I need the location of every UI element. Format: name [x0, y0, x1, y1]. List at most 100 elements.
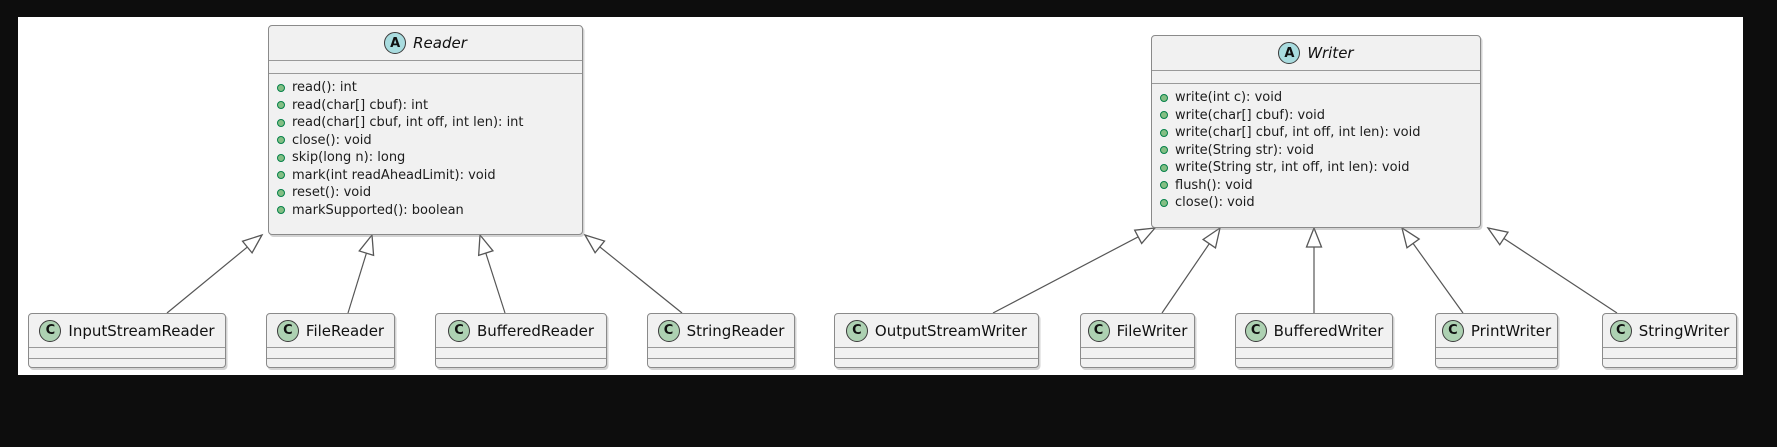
fields-compartment: [835, 348, 1038, 359]
class-badge-icon: C: [1244, 319, 1267, 342]
method-label: write(char[] cbuf): void: [1175, 107, 1326, 123]
inheritance-edge-FileReader-to-Reader: [347, 233, 375, 314]
method-row: write(char[] cbuf, int off, int len): vo…: [1160, 124, 1472, 142]
fields-compartment: [1236, 348, 1392, 359]
method-label: skip(long n): long: [292, 150, 406, 166]
methods-compartment: [29, 359, 225, 367]
class-badge-icon: C: [276, 319, 299, 342]
public-method-icon: [277, 101, 285, 110]
method-label: read(char[] cbuf, int off, int len): int: [292, 115, 524, 131]
fields-compartment: [1603, 348, 1736, 359]
class-badge-icon: C: [447, 319, 470, 342]
public-method-icon: [277, 206, 285, 215]
method-row: write(String str): void: [1160, 142, 1472, 160]
methods-compartment: [835, 359, 1038, 367]
class-header: C InputStreamReader: [29, 314, 225, 348]
class-header: C BufferedWriter: [1236, 314, 1392, 348]
class-node-BufferedWriter: C BufferedWriter: [1235, 313, 1393, 368]
class-header: C StringWriter: [1603, 314, 1736, 348]
class-name: PrintWriter: [1470, 321, 1552, 340]
class-badge-icon: C: [845, 319, 868, 342]
method-label: flush(): void: [1175, 177, 1253, 193]
methods-compartment: [436, 359, 606, 367]
class-name: StringReader: [686, 321, 785, 340]
inheritance-edge-PrintWriter-to-Writer: [1400, 226, 1464, 314]
public-method-icon: [1160, 111, 1168, 120]
public-method-icon: [1160, 146, 1168, 155]
method-row: mark(int readAheadLimit): void: [277, 167, 574, 185]
method-row: write(int c): void: [1160, 89, 1472, 107]
class-node-PrintWriter: C PrintWriter: [1435, 313, 1558, 368]
inheritance-edge-InputStreamReader-to-Reader: [166, 233, 264, 314]
public-method-icon: [277, 171, 285, 180]
method-label: mark(int readAheadLimit): void: [292, 167, 496, 183]
method-label: write(String str): void: [1175, 142, 1314, 158]
class-node-StringWriter: C StringWriter: [1602, 313, 1737, 368]
methods-compartment: [1603, 359, 1736, 367]
fields-compartment: [267, 348, 394, 359]
abstract-badge-icon: A: [1278, 42, 1301, 64]
class-header: C FileReader: [267, 314, 394, 348]
fields-compartment: [29, 348, 225, 359]
methods-compartment: [267, 359, 394, 367]
method-label: close(): void: [292, 132, 372, 148]
public-method-icon: [1160, 181, 1168, 190]
class-badge-icon: C: [1609, 319, 1632, 342]
inheritance-edge-StringReader-to-Reader: [583, 233, 683, 314]
inheritance-edges-layer: [166, 226, 1618, 314]
inheritance-edge-StringWriter-to-Writer: [1486, 227, 1618, 314]
class-node-InputStreamReader: C InputStreamReader: [28, 313, 226, 368]
inheritance-edge-FileWriter-to-Writer: [1161, 226, 1221, 314]
method-row: reset(): void: [277, 184, 574, 202]
method-label: write(String str, int off, int len): voi…: [1175, 160, 1410, 176]
method-row: write(char[] cbuf): void: [1160, 107, 1472, 125]
public-method-icon: [277, 83, 285, 92]
class-name: Reader: [413, 34, 467, 52]
class-badge-icon: C: [39, 319, 62, 342]
class-name: FileReader: [305, 321, 385, 340]
public-method-icon: [1160, 128, 1168, 137]
method-label: markSupported(): boolean: [292, 202, 464, 218]
method-row: write(String str, int off, int len): voi…: [1160, 159, 1472, 177]
method-row: read(char[] cbuf): int: [277, 97, 574, 115]
class-name: OutputStreamWriter: [874, 321, 1028, 340]
method-row: close(): void: [1160, 194, 1472, 212]
class-node-FileReader: C FileReader: [266, 313, 395, 368]
class-name: StringWriter: [1638, 321, 1730, 340]
public-method-icon: [1160, 198, 1168, 207]
class-header: C PrintWriter: [1436, 314, 1557, 348]
methods-compartment: [648, 359, 794, 367]
fields-compartment: [648, 348, 794, 359]
method-row: read(char[] cbuf, int off, int len): int: [277, 114, 574, 132]
method-row: close(): void: [277, 132, 574, 150]
method-label: read(char[] cbuf): int: [292, 97, 429, 113]
class-badge-icon: C: [1441, 319, 1464, 342]
class-name: InputStreamReader: [68, 321, 215, 340]
public-method-icon: [277, 188, 285, 197]
method-row: skip(long n): long: [277, 149, 574, 167]
class-name: FileWriter: [1116, 321, 1188, 340]
fields-compartment: [436, 348, 606, 359]
method-row: flush(): void: [1160, 177, 1472, 195]
public-method-icon: [1160, 93, 1168, 102]
public-method-icon: [277, 118, 285, 127]
method-label: read(): int: [292, 80, 357, 96]
fields-compartment: [269, 61, 582, 74]
methods-compartment: [1081, 359, 1194, 367]
class-name: BufferedWriter: [1273, 321, 1384, 340]
public-method-icon: [1160, 163, 1168, 172]
method-row: markSupported(): boolean: [277, 202, 574, 220]
method-label: write(char[] cbuf, int off, int len): vo…: [1175, 125, 1421, 141]
method-label: close(): void: [1175, 195, 1255, 211]
